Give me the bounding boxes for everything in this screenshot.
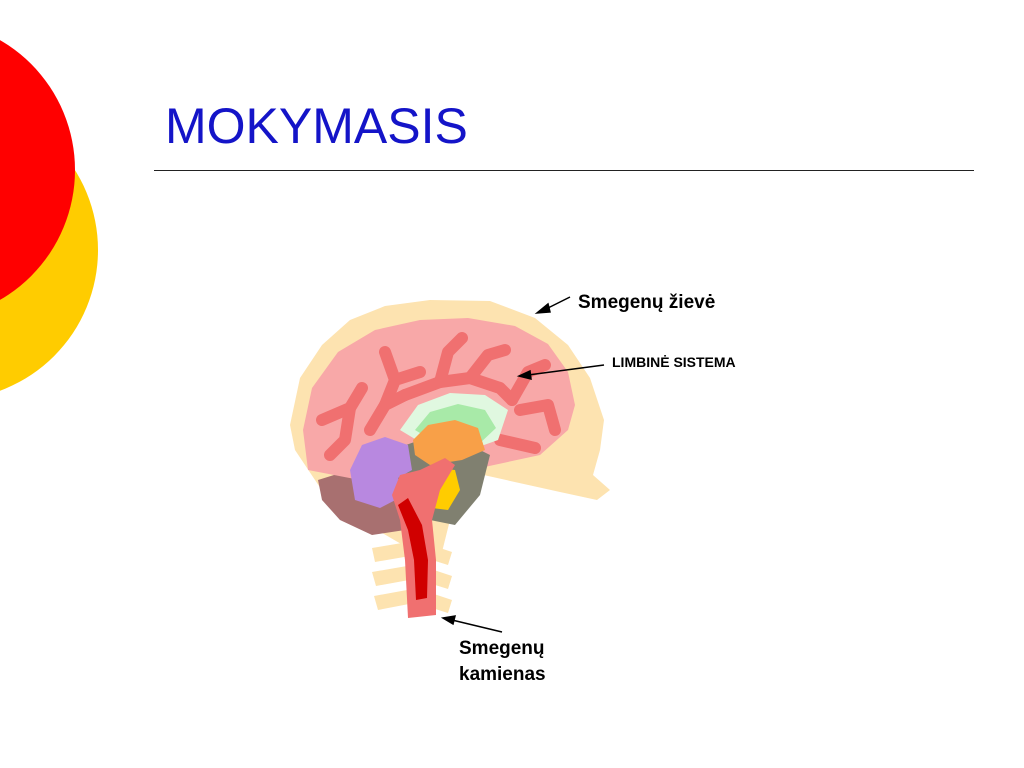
brainstem-core: [398, 498, 428, 600]
brainstem-label-line1: Smegenų: [459, 638, 545, 659]
cortex-arrow-head: [534, 302, 551, 314]
label-arrows: [440, 296, 605, 633]
brainstem-arrow-head: [440, 615, 457, 626]
limbic-system-label: LIMBINĖ SISTEMA: [612, 354, 736, 370]
title-divider: [154, 170, 974, 171]
limbic-arrow-head: [516, 369, 532, 380]
brainstem-label-line2: kamienas: [459, 664, 546, 685]
brainstem-arrow-line: [451, 619, 503, 633]
neck-vertebrae: [372, 542, 452, 613]
brainstem-label: Smegenų kamienas: [459, 636, 579, 688]
cortex-label: Smegenų žievė: [578, 292, 716, 313]
limbic-arrow-line: [527, 364, 605, 376]
decor-red-circle: [0, 40, 75, 300]
cortex-folds: [316, 332, 561, 461]
slide-title: MOKYMASIS: [165, 98, 468, 154]
thalamus-orange: [413, 420, 485, 465]
